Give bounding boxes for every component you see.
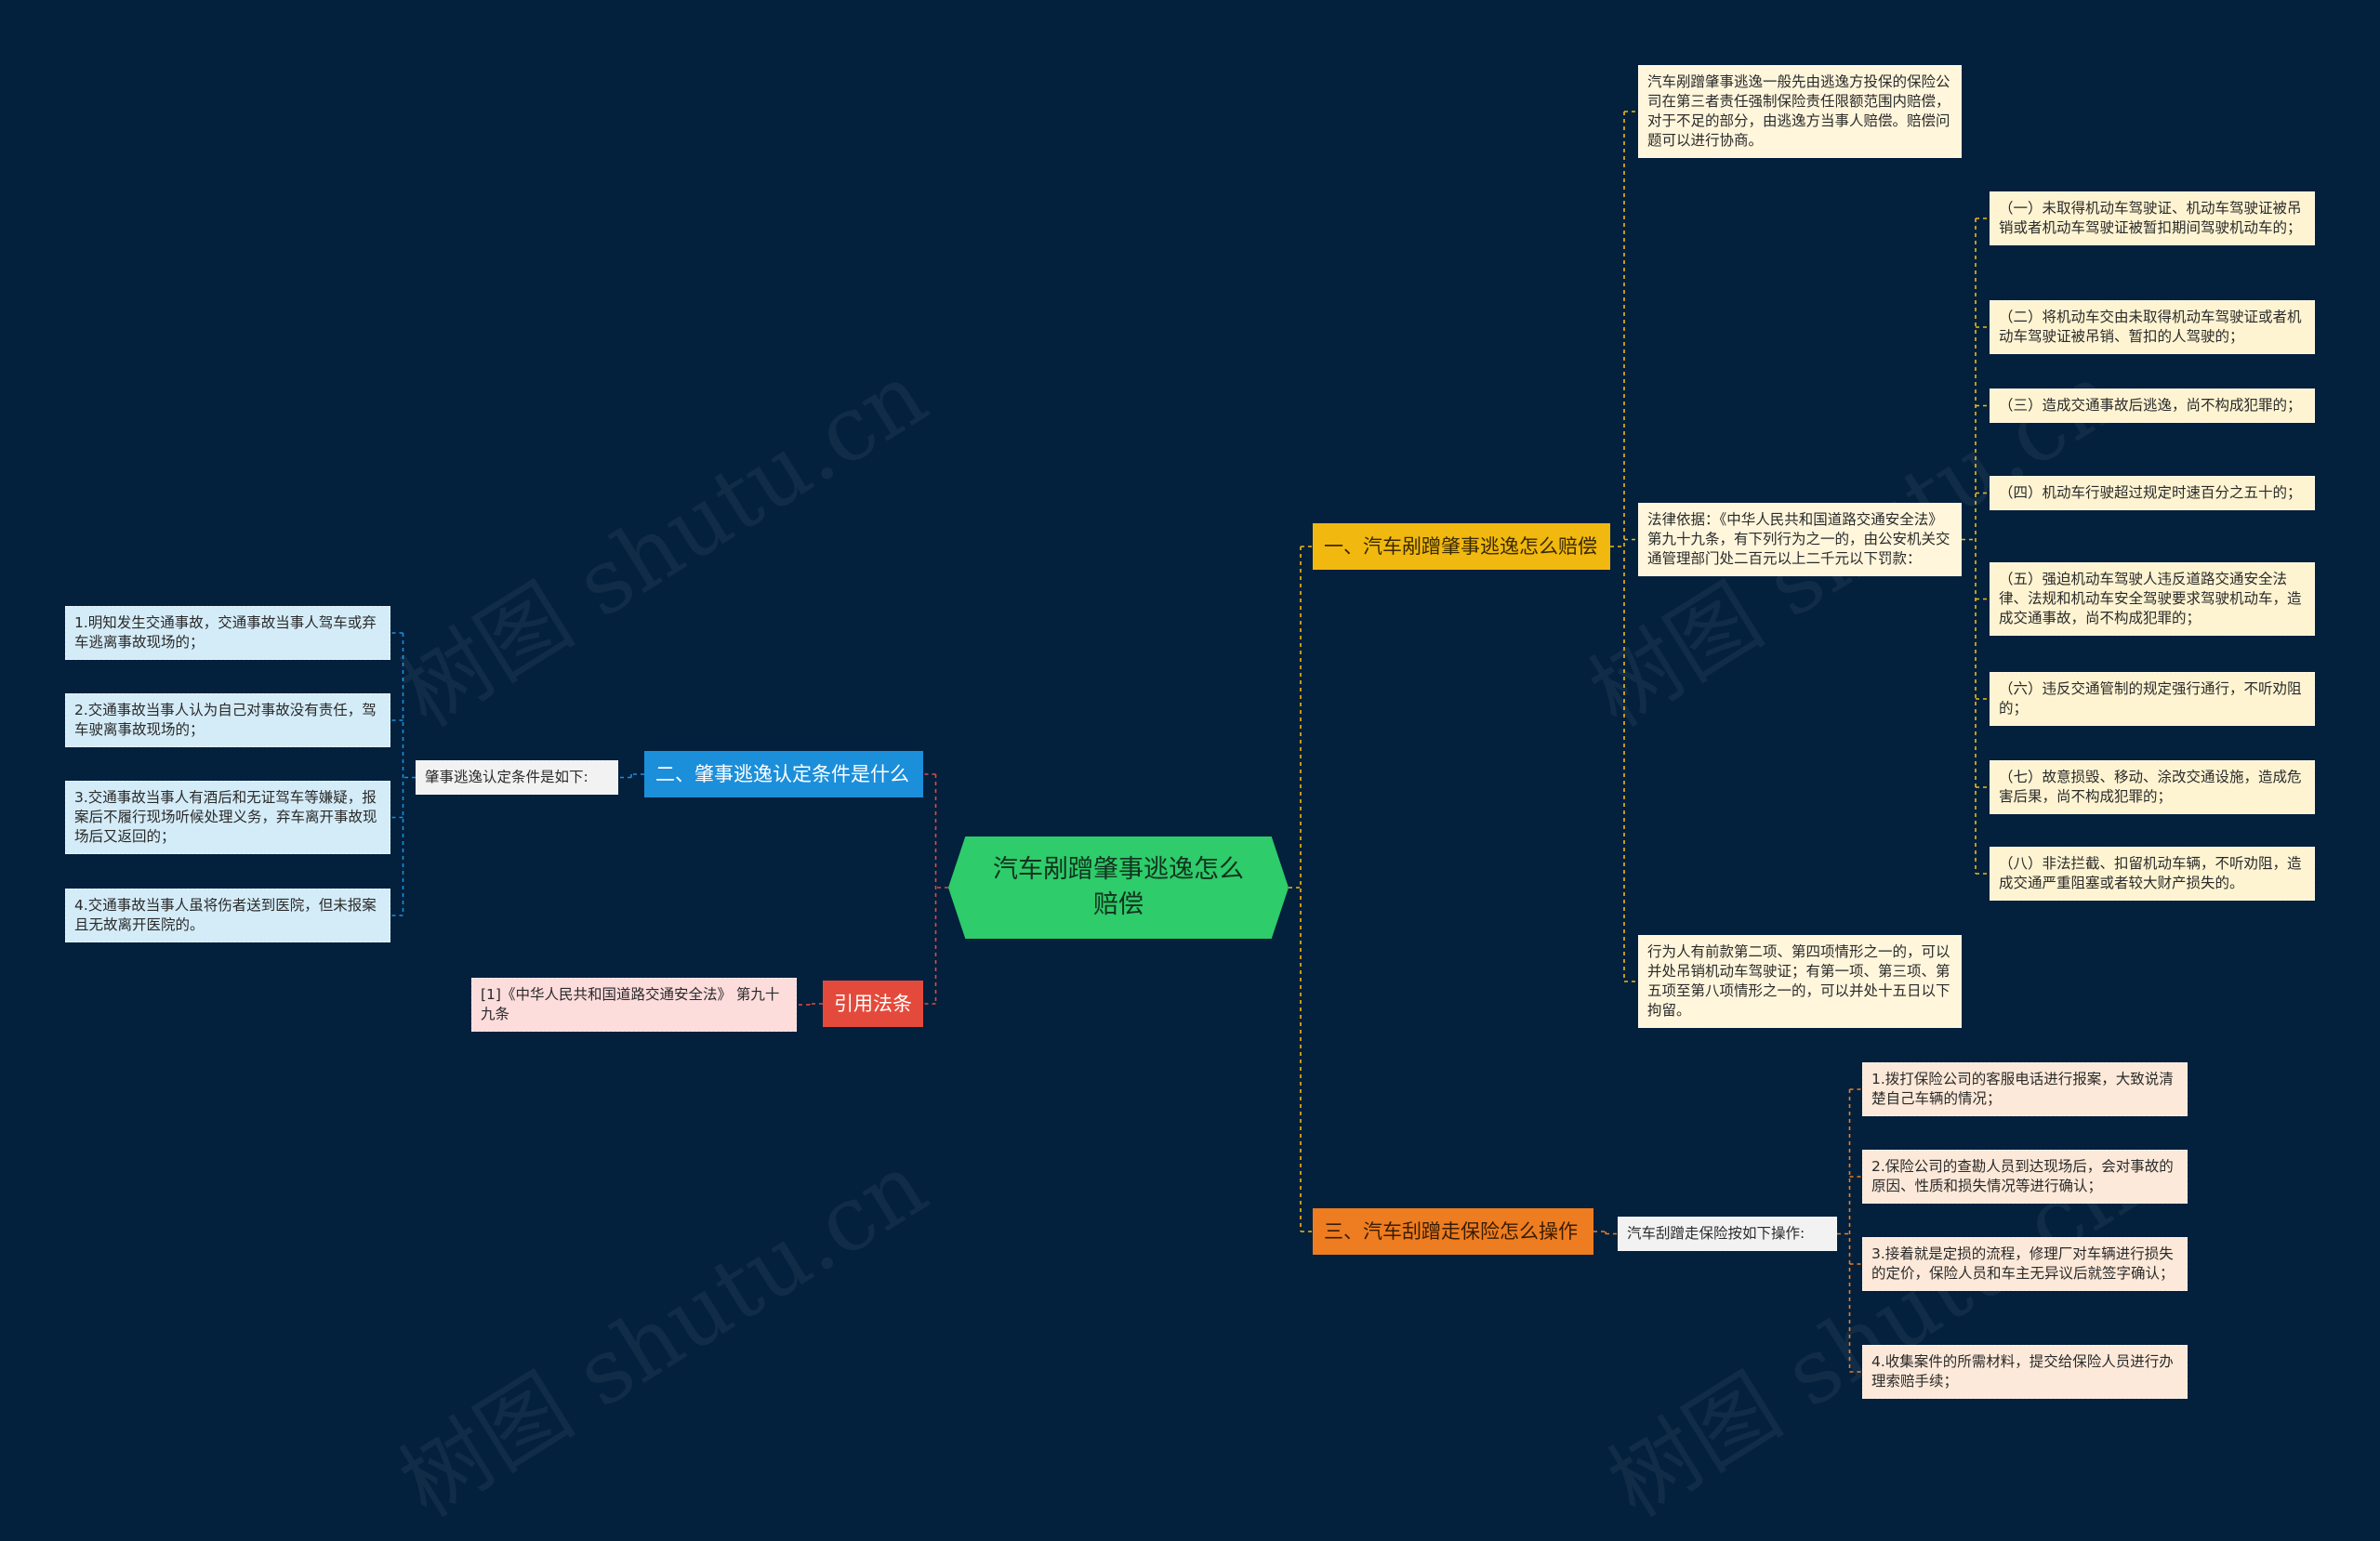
legal-item-1: （一）未取得机动车驾驶证、机动车驾驶证被吊销或者机动车驾驶证被暂扣期间驾驶机动车… <box>1990 191 2315 245</box>
root-topic[interactable]: 汽车剐蹭肇事逃逸怎么赔偿 <box>948 836 1289 939</box>
procedure-step-2: 2.保险公司的查勘人员到达现场后，会对事故的原因、性质和损失情况等进行确认； <box>1862 1150 2188 1204</box>
legal-item-6: （六）违反交通管制的规定强行通行，不听劝阻的； <box>1990 672 2315 726</box>
criteria-item-4: 4.交通事故当事人虽将伤者送到医院，但未报案且无故离开医院的。 <box>65 889 390 942</box>
criteria-item-1: 1.明知发生交通事故，交通事故当事人驾车或弃车逃离事故现场的； <box>65 606 390 660</box>
criteria-item-2: 2.交通事故当事人认为自己对事故没有责任，驾车驶离事故现场的； <box>65 693 390 747</box>
mindmap-canvas: 树图 shutu.cn 树图 shutu.cn 树图 shutu.cn 树图 s… <box>65 65 2315 1537</box>
legal-item-5: （五）强迫机动车驾驶人违反道路交通安全法律、法规和机动车安全驾驶要求驾驶机动车，… <box>1990 562 2315 636</box>
legal-item-7: （七）故意损毁、移动、涂改交通设施，造成危害后果，尚不构成犯罪的； <box>1990 760 2315 814</box>
legal-item-4: （四）机动车行驶超过规定时速百分之五十的； <box>1990 476 2315 510</box>
procedure-step-4: 4.收集案件的所需材料，提交给保险人员进行办理索赔手续； <box>1862 1345 2188 1399</box>
legal-item-2: （二）将机动车交由未取得机动车驾驶证或者机动车驾驶证被吊销、暂扣的人驾驶的； <box>1990 300 2315 354</box>
branch-compensation[interactable]: 一、汽车剐蹭肇事逃逸怎么赔偿 <box>1313 523 1610 570</box>
branch-insurance-procedure[interactable]: 三、汽车刮蹭走保险怎么操作 <box>1313 1208 1593 1255</box>
branch-hit-and-run-criteria[interactable]: 二、肇事逃逸认定条件是什么 <box>644 751 923 797</box>
connector-lines <box>390 111 1990 1373</box>
penalty-note: 行为人有前款第二项、第四项情形之一的，可以并处吊销机动车驾驶证；有第一项、第三项… <box>1638 935 1962 1028</box>
citation-reference: [1]《中华人民共和国道路交通安全法》 第九十九条 <box>471 978 797 1032</box>
branch-citation[interactable]: 引用法条 <box>823 981 923 1027</box>
compensation-summary: 汽车剐蹭肇事逃逸一般先由逃逸方投保的保险公司在第三者责任强制保险责任限额范围内赔… <box>1638 65 1962 158</box>
legal-item-8: （八）非法拦截、扣留机动车辆，不听劝阻，造成交通严重阻塞或者较大财产损失的。 <box>1990 847 2315 901</box>
procedure-intro: 汽车刮蹭走保险按如下操作: <box>1618 1217 1837 1251</box>
procedure-step-3: 3.接着就是定损的流程，修理厂对车辆进行损失的定价，保险人员和车主无异议后就签字… <box>1862 1237 2188 1291</box>
criteria-intro: 肇事逃逸认定条件是如下: <box>416 760 618 795</box>
root-topic-label: 汽车剐蹭肇事逃逸怎么赔偿 <box>993 855 1244 919</box>
criteria-item-3: 3.交通事故当事人有酒后和无证驾车等嫌疑，报案后不履行现场听候处理义务，弃车离开… <box>65 781 390 854</box>
procedure-step-1: 1.拨打保险公司的客服电话进行报案，大致说清楚自己车辆的情况； <box>1862 1062 2188 1116</box>
legal-item-3: （三）造成交通事故后逃逸，尚不构成犯罪的； <box>1990 389 2315 423</box>
legal-basis: 法律依据：《中华人民共和国道路交通安全法》第九十九条，有下列行为之一的，由公安机… <box>1638 503 1962 576</box>
